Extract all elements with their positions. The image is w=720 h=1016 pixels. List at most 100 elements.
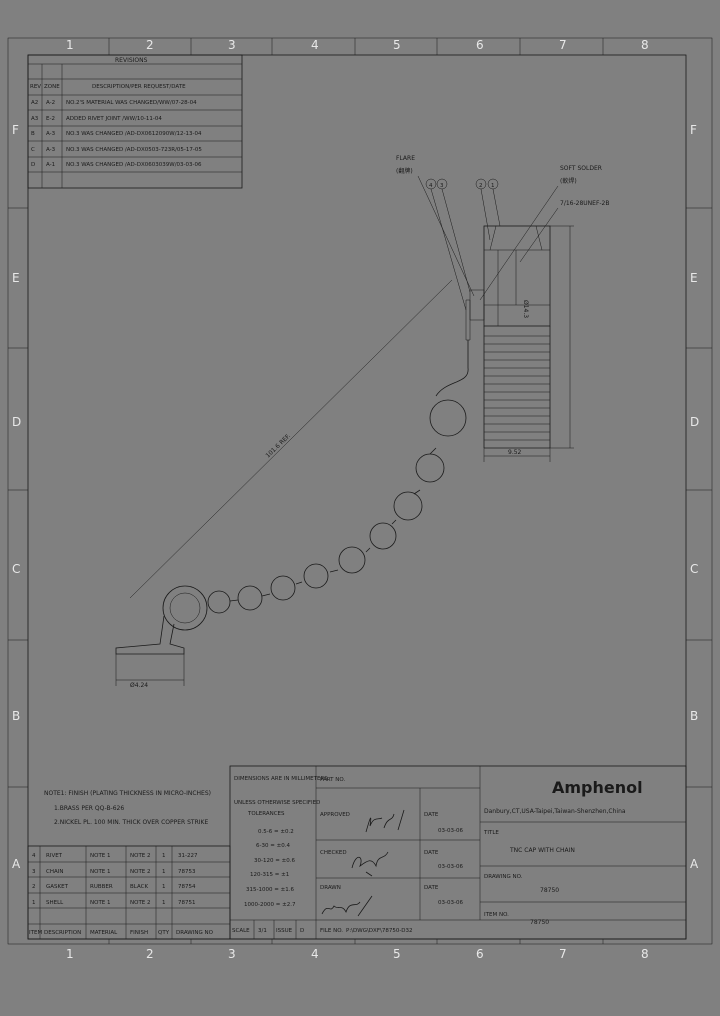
zone-row-E: E — [12, 271, 20, 285]
bom-row-1-material: NOTE 1 — [90, 853, 111, 859]
bom-header-dwg: DRAWING NO — [176, 930, 214, 936]
zone-col-4-bottom: 4 — [311, 947, 319, 961]
zone-col-3: 3 — [228, 38, 236, 52]
zone-row-E-right: E — [690, 271, 698, 285]
zone-col-1: 1 — [66, 38, 74, 52]
tolerance-row-2: 6-30 = ±0.4 — [256, 843, 290, 849]
zone-row-C-right: C — [690, 562, 698, 576]
bom-header-finish: FINISH — [130, 930, 148, 936]
unless-note: UNLESS OTHERWISE SPECIFIED — [234, 800, 320, 806]
rev-row-2-zone: E-2 — [46, 116, 55, 122]
rev-row-4-zone: A-3 — [46, 147, 56, 153]
item-no: 78750 — [530, 919, 549, 926]
zone-row-B: B — [12, 709, 20, 723]
part-no-label: PART NO. — [320, 777, 345, 783]
bom-row-4-dwg: 78751 — [178, 900, 196, 906]
tolerance-row-3: 30-120 = ±0.6 — [254, 858, 295, 864]
rev-row-3-rev: B — [31, 131, 35, 137]
zone-col-5: 5 — [393, 38, 401, 52]
approved-date-label: DATE — [424, 812, 439, 818]
company-name: Amphenol — [552, 778, 643, 797]
rev-row-1-zone: A-2 — [46, 100, 55, 106]
zone-col-6-bottom: 6 — [476, 947, 484, 961]
bom-row-1-finish: NOTE 2 — [130, 853, 151, 859]
scale-label: SCALE — [232, 928, 250, 934]
issue-label: ISSUE — [276, 928, 293, 934]
item-1-balloon: 1 — [491, 183, 495, 189]
bom-row-1-dwg: 31-227 — [178, 853, 198, 859]
flare-label: FLARE — [396, 155, 415, 162]
issue-value: D — [300, 928, 304, 934]
note-line-2: 1.BRASS PER QQ-B-626 — [54, 805, 124, 812]
zone-col-8-bottom: 8 — [641, 947, 649, 961]
bom-row-2-finish: NOTE 2 — [130, 869, 151, 875]
bom-row-3-desc: GASKET — [46, 884, 69, 890]
callouts: FLARE (翻牌) 4 3 2 1 SOFT SOLDER (軟焊) 7/16… — [396, 155, 610, 311]
tolerance-row-5: 315-1000 = ±1.6 — [246, 887, 294, 893]
bom-row-3-item: 2 — [32, 884, 36, 890]
zone-row-D: D — [12, 415, 21, 429]
zone-col-4: 4 — [311, 38, 319, 52]
bom-row-2-item: 3 — [32, 869, 36, 875]
bom-row-2-desc: CHAIN — [46, 869, 63, 875]
company-locations: Danbury,CT,USA-Taipei,Taiwan-Shenzhen,Ch… — [484, 808, 626, 815]
bom-row-1-desc: RIVET — [46, 853, 63, 859]
tolerance-row-4: 120-315 = ±1 — [250, 872, 289, 878]
bom-row-1-item: 4 — [32, 853, 36, 859]
dimensions: Ø14.3 9.52 101.6 REF. Ø4.24 — [115, 225, 574, 689]
drawing-no: 78750 — [540, 887, 559, 894]
zone-row-A: A — [12, 857, 21, 871]
chain-length-dim: 101.6 REF. — [265, 432, 293, 459]
zone-labels-left: F E D C B A — [12, 123, 21, 871]
zone-labels-right: F E D C B A — [690, 123, 699, 871]
zone-row-F-right: F — [690, 123, 697, 137]
title-label: TITLE — [483, 830, 499, 836]
bom-header-item: ITEM — [29, 930, 42, 936]
drawing-title: TNC CAP WITH CHAIN — [509, 847, 575, 854]
item-3-balloon: 3 — [440, 183, 444, 189]
rev-row-1-desc: NO.2'S MATERIAL WAS CHANGED/WW/07-28-04 — [66, 100, 197, 106]
zone-row-F: F — [12, 123, 19, 137]
approved-label: APPROVED — [320, 812, 350, 818]
rev-row-1-rev: A2 — [31, 100, 38, 106]
note-line-3: 2.NICKEL PL. 100 MIN. THICK OVER COPPER … — [54, 819, 208, 826]
rev-row-5-desc: NO.3 WAS CHANGED /AD-DX0603039W/03-03-06 — [66, 162, 202, 168]
item-2-balloon: 2 — [479, 183, 483, 189]
zone-row-D-right: D — [690, 415, 699, 429]
bom-row-2-qty: 1 — [162, 869, 166, 875]
rev-row-3-zone: A-3 — [46, 131, 56, 137]
drawn-signature — [321, 895, 373, 917]
approved-date: 03-03-06 — [438, 828, 463, 834]
zone-row-A-right: A — [690, 857, 699, 871]
thread-spec-label: 7/16-28UNEF-2B — [560, 200, 610, 207]
bom-row-4-desc: SHELL — [46, 900, 64, 906]
rev-row-3-desc: NO.3 WAS CHANGED /AD-DX0612090W/12-13-04 — [66, 131, 202, 137]
drawn-date-label: DATE — [424, 885, 439, 891]
rev-row-5-zone: A-1 — [46, 162, 55, 168]
tolerance-row-1: 0.5-6 = ±0.2 — [258, 829, 294, 835]
bom-row-4-qty: 1 — [162, 900, 166, 906]
tolerance-row-6: 1000-2000 = ±2.7 — [244, 902, 296, 908]
cap-side-view — [465, 225, 551, 449]
notes-block: NOTE1: FINISH (PLATING THICKNESS IN MICR… — [44, 790, 211, 826]
rev-header: REV — [30, 84, 41, 90]
bom-row-1-qty: 1 — [162, 853, 166, 859]
zone-col-7: 7 — [559, 38, 567, 52]
bom-row-2-material: NOTE 1 — [90, 869, 111, 875]
cap-diameter-dim: Ø14.3 — [522, 300, 529, 318]
bom-header-material: MATERIAL — [90, 930, 118, 936]
file-label: FILE NO. — [320, 928, 343, 934]
zone-col-2: 2 — [146, 38, 154, 52]
approved-signature — [365, 809, 405, 833]
rev-row-2-rev: A3 — [31, 116, 39, 122]
scale-value: 3/1 — [258, 928, 267, 934]
rev-row-4-desc: NO.3 WAS CHANGED /AD-DX0503-723R/05-17-0… — [66, 147, 202, 153]
drawn-date: 03-03-06 — [438, 900, 463, 906]
zone-col-2-bottom: 2 — [146, 947, 154, 961]
bom-header-qty: QTY — [158, 930, 170, 936]
zone-col-8: 8 — [641, 38, 649, 52]
bom-row-3-qty: 1 — [162, 884, 166, 890]
rev-row-4-rev: C — [31, 147, 35, 153]
